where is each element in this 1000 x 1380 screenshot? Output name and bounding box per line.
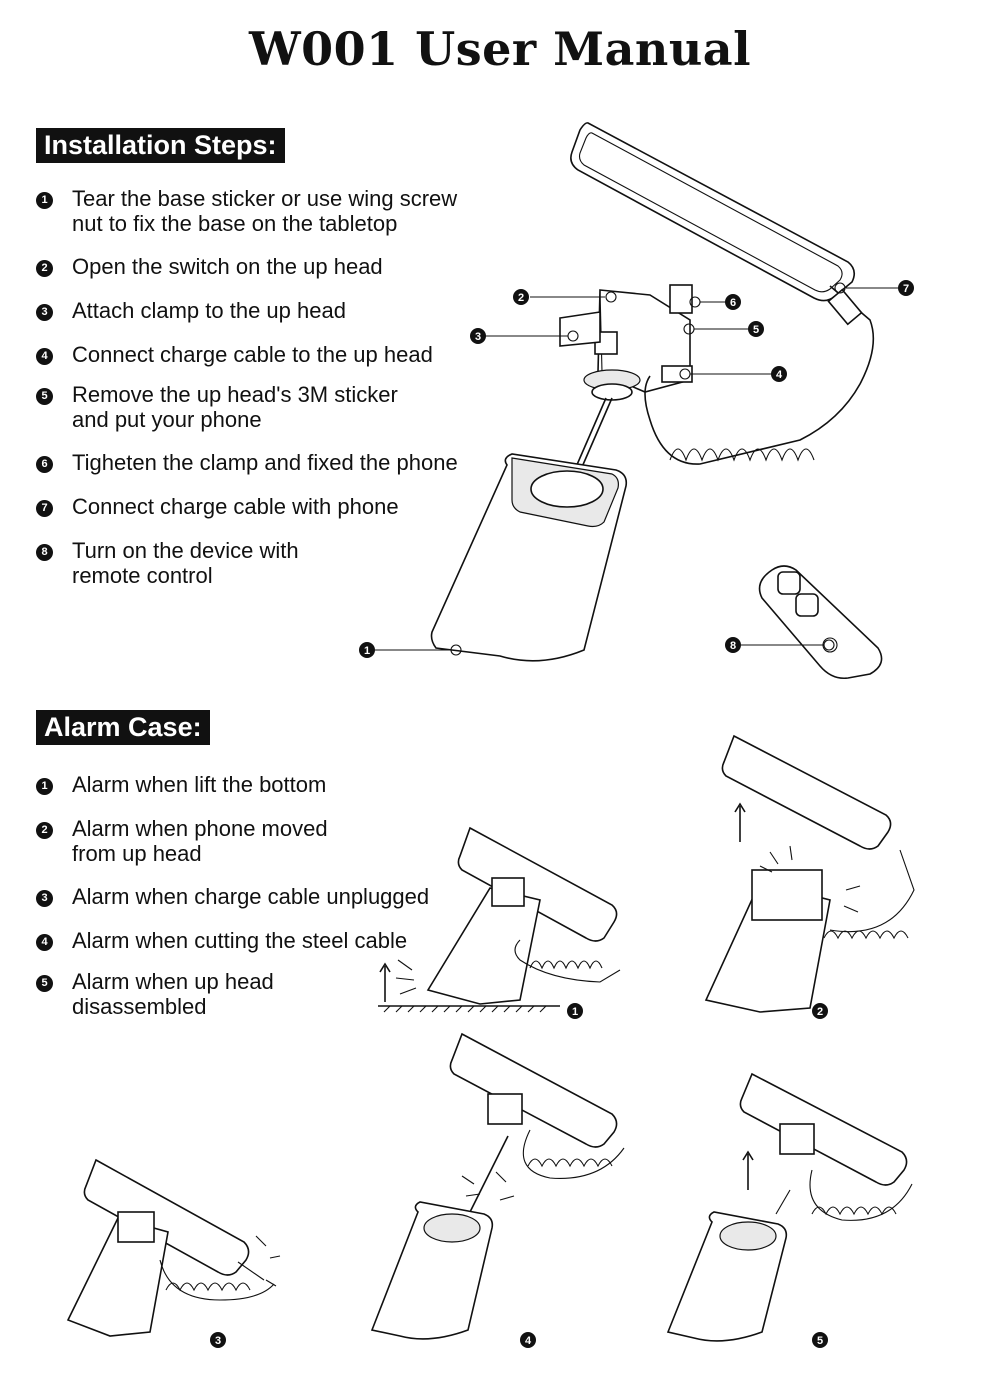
- alarm-figure-3: [66, 1158, 281, 1337]
- figure-label-4: 4: [520, 1332, 536, 1348]
- case-number: 2: [36, 822, 53, 839]
- step-number: 3: [36, 304, 53, 321]
- alarm-figure-5: [666, 1072, 913, 1342]
- alarm-figure-2: [704, 734, 915, 1013]
- svg-text:7: 7: [903, 283, 909, 295]
- svg-text:6: 6: [730, 297, 736, 309]
- alarm-case: 3 Alarm when charge cable unplugged: [36, 884, 429, 909]
- installation-step: 8 Turn on the device with remote control: [36, 538, 458, 588]
- case-text: Alarm when phone moved from up head: [72, 816, 328, 866]
- svg-text:2: 2: [518, 292, 524, 304]
- installation-steps: 1 Tear the base sticker or use wing screw…: [36, 186, 458, 588]
- step-number: 4: [36, 348, 53, 365]
- svg-text:1: 1: [572, 1006, 578, 1018]
- callout-2: 2: [513, 289, 529, 305]
- remote-control-drawing: [758, 565, 883, 680]
- step-number: 6: [36, 456, 53, 473]
- callout-lines: [375, 282, 898, 656]
- alarm-case: 1 Alarm when lift the bottom: [36, 772, 429, 797]
- svg-text:1: 1: [364, 645, 370, 657]
- coiled-cable-drawing: [644, 285, 875, 465]
- case-text: Alarm when cutting the steel cable: [72, 928, 408, 953]
- callout-1: 1: [359, 642, 375, 658]
- figure-label-5: 5: [812, 1332, 828, 1348]
- step-text: Connect charge cable to the up head: [72, 342, 433, 367]
- step-text: Connect charge cable with phone: [72, 494, 399, 519]
- phone-drawing: [570, 122, 856, 302]
- callout-8: 8: [725, 637, 741, 653]
- svg-text:4: 4: [525, 1335, 532, 1347]
- installation-step: 4 Connect charge cable to the up head: [36, 342, 458, 367]
- figure-label-3: 3: [210, 1332, 226, 1348]
- callout-5: 5: [748, 321, 764, 337]
- step-number: 2: [36, 260, 53, 277]
- step-text: Attach clamp to the up head: [72, 298, 346, 323]
- case-text: Alarm when charge cable unplugged: [72, 884, 430, 909]
- figure-label-1: 1: [567, 1003, 583, 1019]
- callout-7: 7: [898, 280, 914, 296]
- step-text: Turn on the device with remote control: [72, 538, 299, 588]
- installation-step: 3 Attach clamp to the up head: [36, 298, 458, 323]
- installation-step: 2 Open the switch on the up head: [36, 254, 458, 279]
- svg-text:5: 5: [817, 1335, 823, 1347]
- svg-text:3: 3: [215, 1335, 221, 1347]
- callout-4: 4: [771, 366, 787, 382]
- installation-step: 7 Connect charge cable with phone: [36, 494, 458, 519]
- page-title: W001 User Manual: [248, 22, 752, 76]
- svg-text:5: 5: [753, 324, 759, 336]
- figure-label-2: 2: [812, 1003, 828, 1019]
- step-text: Tigheten the clamp and fixed the phone: [72, 450, 458, 475]
- case-text: Alarm when lift the bottom: [72, 772, 327, 797]
- alarm-figure-1: [378, 826, 621, 1013]
- installation-step: 6 Tigheten the clamp and fixed the phone: [36, 450, 458, 475]
- installation-step: 5 Remove the up head's 3M sticker and put…: [36, 382, 458, 432]
- step-text: Open the switch on the up head: [72, 254, 383, 279]
- case-number: 1: [36, 778, 53, 795]
- alarm-heading: Alarm Case:: [36, 710, 210, 745]
- callout-3: 3: [470, 328, 486, 344]
- svg-text:2: 2: [817, 1006, 823, 1018]
- stand-base-drawing: [430, 397, 628, 662]
- alarm-case: 2 Alarm when phone moved from up head: [36, 816, 429, 866]
- installation-step: 1 Tear the base sticker or use wing screw…: [36, 186, 458, 236]
- alarm-case: 4 Alarm when cutting the steel cable: [36, 928, 429, 953]
- step-number: 1: [36, 192, 53, 209]
- step-number: 5: [36, 388, 53, 405]
- case-number: 5: [36, 975, 53, 992]
- step-text: Tear the base sticker or use wing screw …: [72, 186, 458, 236]
- svg-text:8: 8: [730, 640, 736, 652]
- alarm-case: 5 Alarm when up head disassembled: [36, 969, 429, 1019]
- svg-text:4: 4: [776, 369, 783, 381]
- up-head-drawing: [559, 284, 693, 401]
- case-number: 3: [36, 890, 53, 907]
- step-number: 8: [36, 544, 53, 561]
- installation-heading: Installation Steps:: [36, 128, 285, 163]
- step-number: 7: [36, 500, 53, 517]
- callout-6: 6: [725, 294, 741, 310]
- case-text: Alarm when up head disassembled: [72, 969, 274, 1019]
- case-number: 4: [36, 934, 53, 951]
- svg-text:3: 3: [475, 331, 481, 343]
- step-text: Remove the up head's 3M sticker and put …: [72, 382, 398, 432]
- alarm-figure-4: [370, 1032, 625, 1340]
